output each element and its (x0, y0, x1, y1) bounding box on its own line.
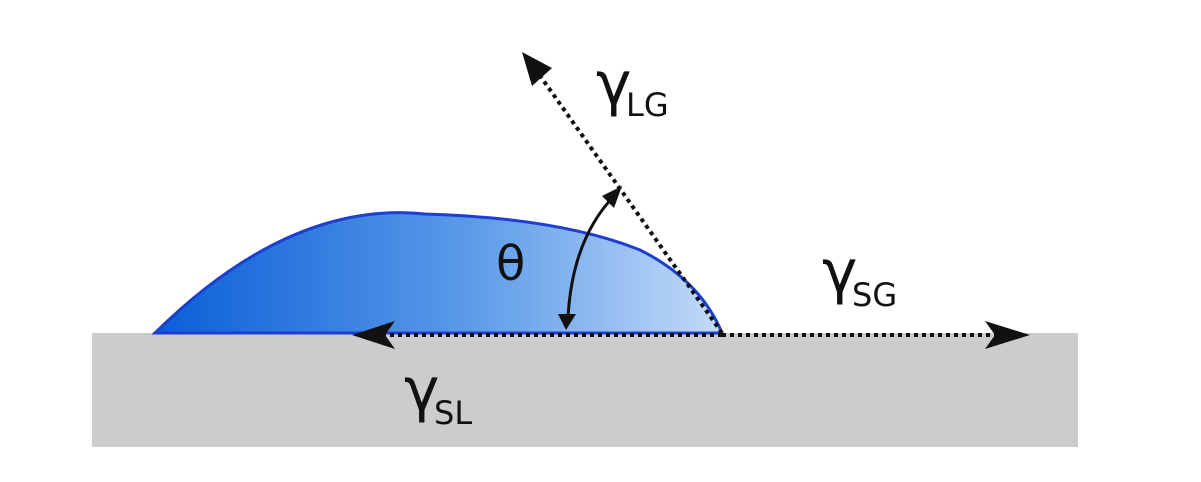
gamma-sl-subscript: SL (434, 394, 472, 432)
theta-label: θ (496, 236, 525, 292)
angle-arc-arrowhead-bottom (558, 314, 576, 330)
gamma-sl-arrowhead (352, 321, 395, 349)
solid-substrate (92, 333, 1078, 447)
gamma-sg-symbol: γ (822, 237, 858, 307)
gamma-lg-subscript: LG (626, 86, 669, 124)
angle-arc-arrowhead-top (602, 186, 622, 208)
gamma-lg-arrowhead (522, 52, 552, 86)
gamma-sg-subscript: SG (852, 276, 897, 314)
gamma-lg-symbol: γ (596, 49, 632, 119)
gamma-sg-arrowhead (985, 321, 1030, 349)
contact-angle-arc (566, 194, 616, 319)
gamma-lg-vector (534, 68, 724, 335)
liquid-droplet (151, 211, 725, 335)
gamma-sl-symbol: γ (404, 355, 440, 425)
